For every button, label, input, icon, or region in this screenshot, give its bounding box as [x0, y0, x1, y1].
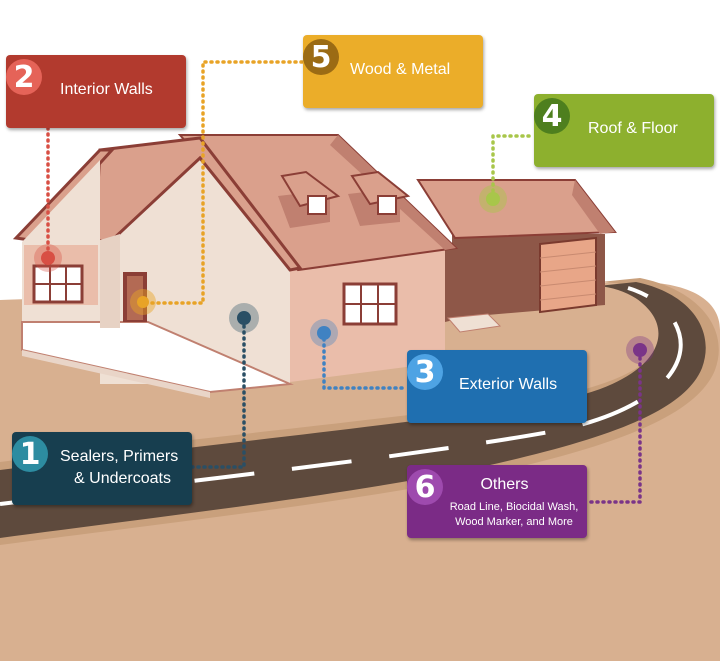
category-label: Others — [480, 476, 529, 493]
category-number-badge: 3 — [407, 354, 443, 390]
category-sublabel: Road Line, Biocidal Wash, — [449, 501, 579, 513]
category-number-badge: 6 — [407, 469, 443, 505]
category-card-wood-metal[interactable]: 5 Wood & Metal — [303, 35, 483, 108]
garage-door — [539, 236, 597, 314]
side-wall — [100, 234, 120, 328]
porch-step — [446, 313, 502, 333]
front-window — [342, 282, 398, 326]
door — [123, 272, 147, 322]
interior-window — [32, 264, 84, 304]
category-label: Sealers, Primers — [60, 448, 179, 465]
category-card-roof-floor[interactable]: 4 Roof & Floor — [534, 94, 714, 167]
category-sublabel: Wood Marker, and More — [455, 516, 573, 528]
category-number-badge: 5 — [303, 39, 339, 75]
category-label: Interior Walls — [60, 81, 153, 98]
category-label: Exterior Walls — [459, 376, 558, 393]
porch-wall — [445, 244, 462, 322]
garage-gable — [572, 180, 615, 234]
slab-edge — [22, 350, 210, 398]
category-card-exterior-walls[interactable]: 3 Exterior Walls — [407, 350, 587, 423]
category-number-badge: 1 — [12, 436, 48, 472]
category-label: & Undercoats — [74, 470, 171, 487]
category-number-badge: 4 — [534, 98, 570, 134]
category-card-interior-walls[interactable]: 2 Interior Walls — [6, 55, 186, 128]
category-number-badge: 2 — [6, 59, 42, 95]
dormer-right — [348, 170, 411, 226]
category-label: Wood & Metal — [350, 61, 451, 78]
category-card-sealers[interactable]: 1 Sealers, Primers & Undercoats — [12, 432, 192, 505]
category-label: Roof & Floor — [588, 120, 678, 137]
category-card-others[interactable]: 6 Others Road Line, Biocidal Wash, Wood … — [407, 465, 587, 538]
garage-door-lines — [539, 251, 597, 301]
